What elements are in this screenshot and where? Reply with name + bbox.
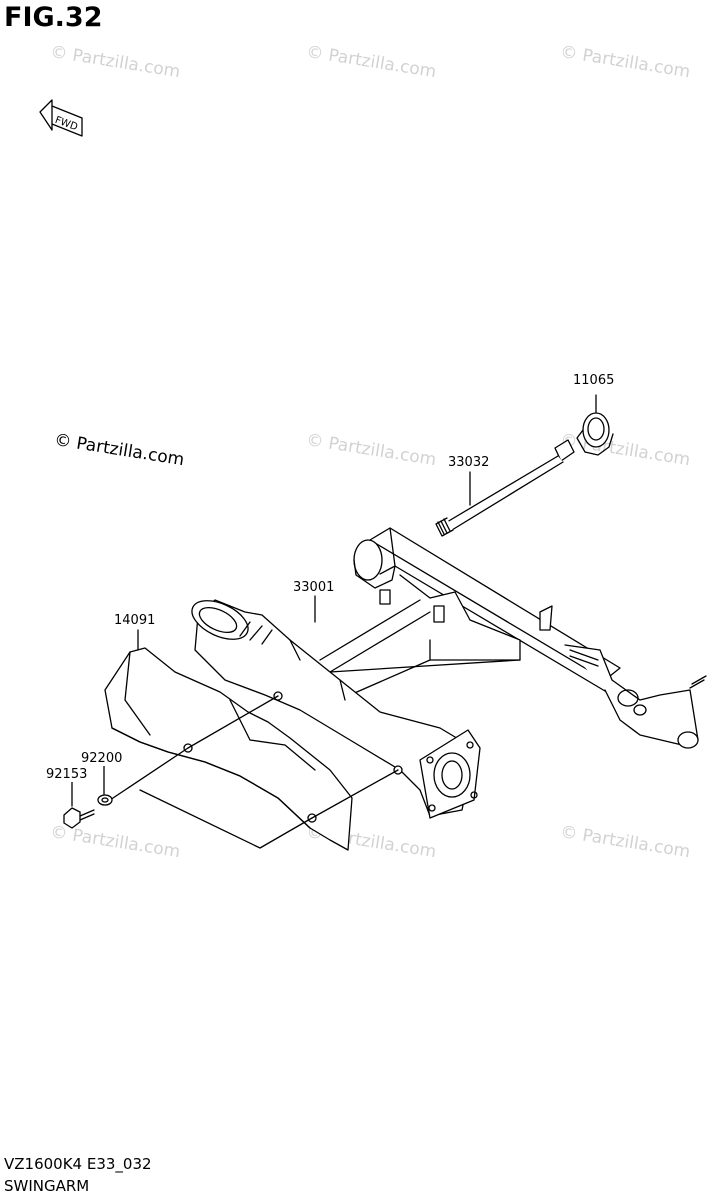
bolt-92153 xyxy=(63,777,95,829)
leader-lines xyxy=(109,695,399,849)
part-label-33001[interactable]: 33001 xyxy=(292,580,336,595)
figure-title: FIG.32 xyxy=(4,2,103,33)
cover-14091 xyxy=(104,629,353,851)
bushing-11065 xyxy=(576,394,614,456)
swingarm-tube xyxy=(191,599,481,819)
swingarm-frame-33001 xyxy=(314,527,707,749)
part-label-14091[interactable]: 14091 xyxy=(113,613,157,628)
footer-name: SWINGARM xyxy=(4,1177,90,1195)
part-label-92200[interactable]: 92200 xyxy=(80,751,124,766)
fwd-arrow-icon: FWD xyxy=(39,99,83,137)
part-label-11065[interactable]: 11065 xyxy=(572,373,616,388)
washer-92200 xyxy=(97,765,113,806)
part-label-92153[interactable]: 92153 xyxy=(45,767,89,782)
footer-code: VZ1600K4 E33_032 xyxy=(4,1155,152,1173)
pivot-shaft-33032 xyxy=(435,439,575,537)
part-label-33032[interactable]: 33032 xyxy=(447,455,491,470)
